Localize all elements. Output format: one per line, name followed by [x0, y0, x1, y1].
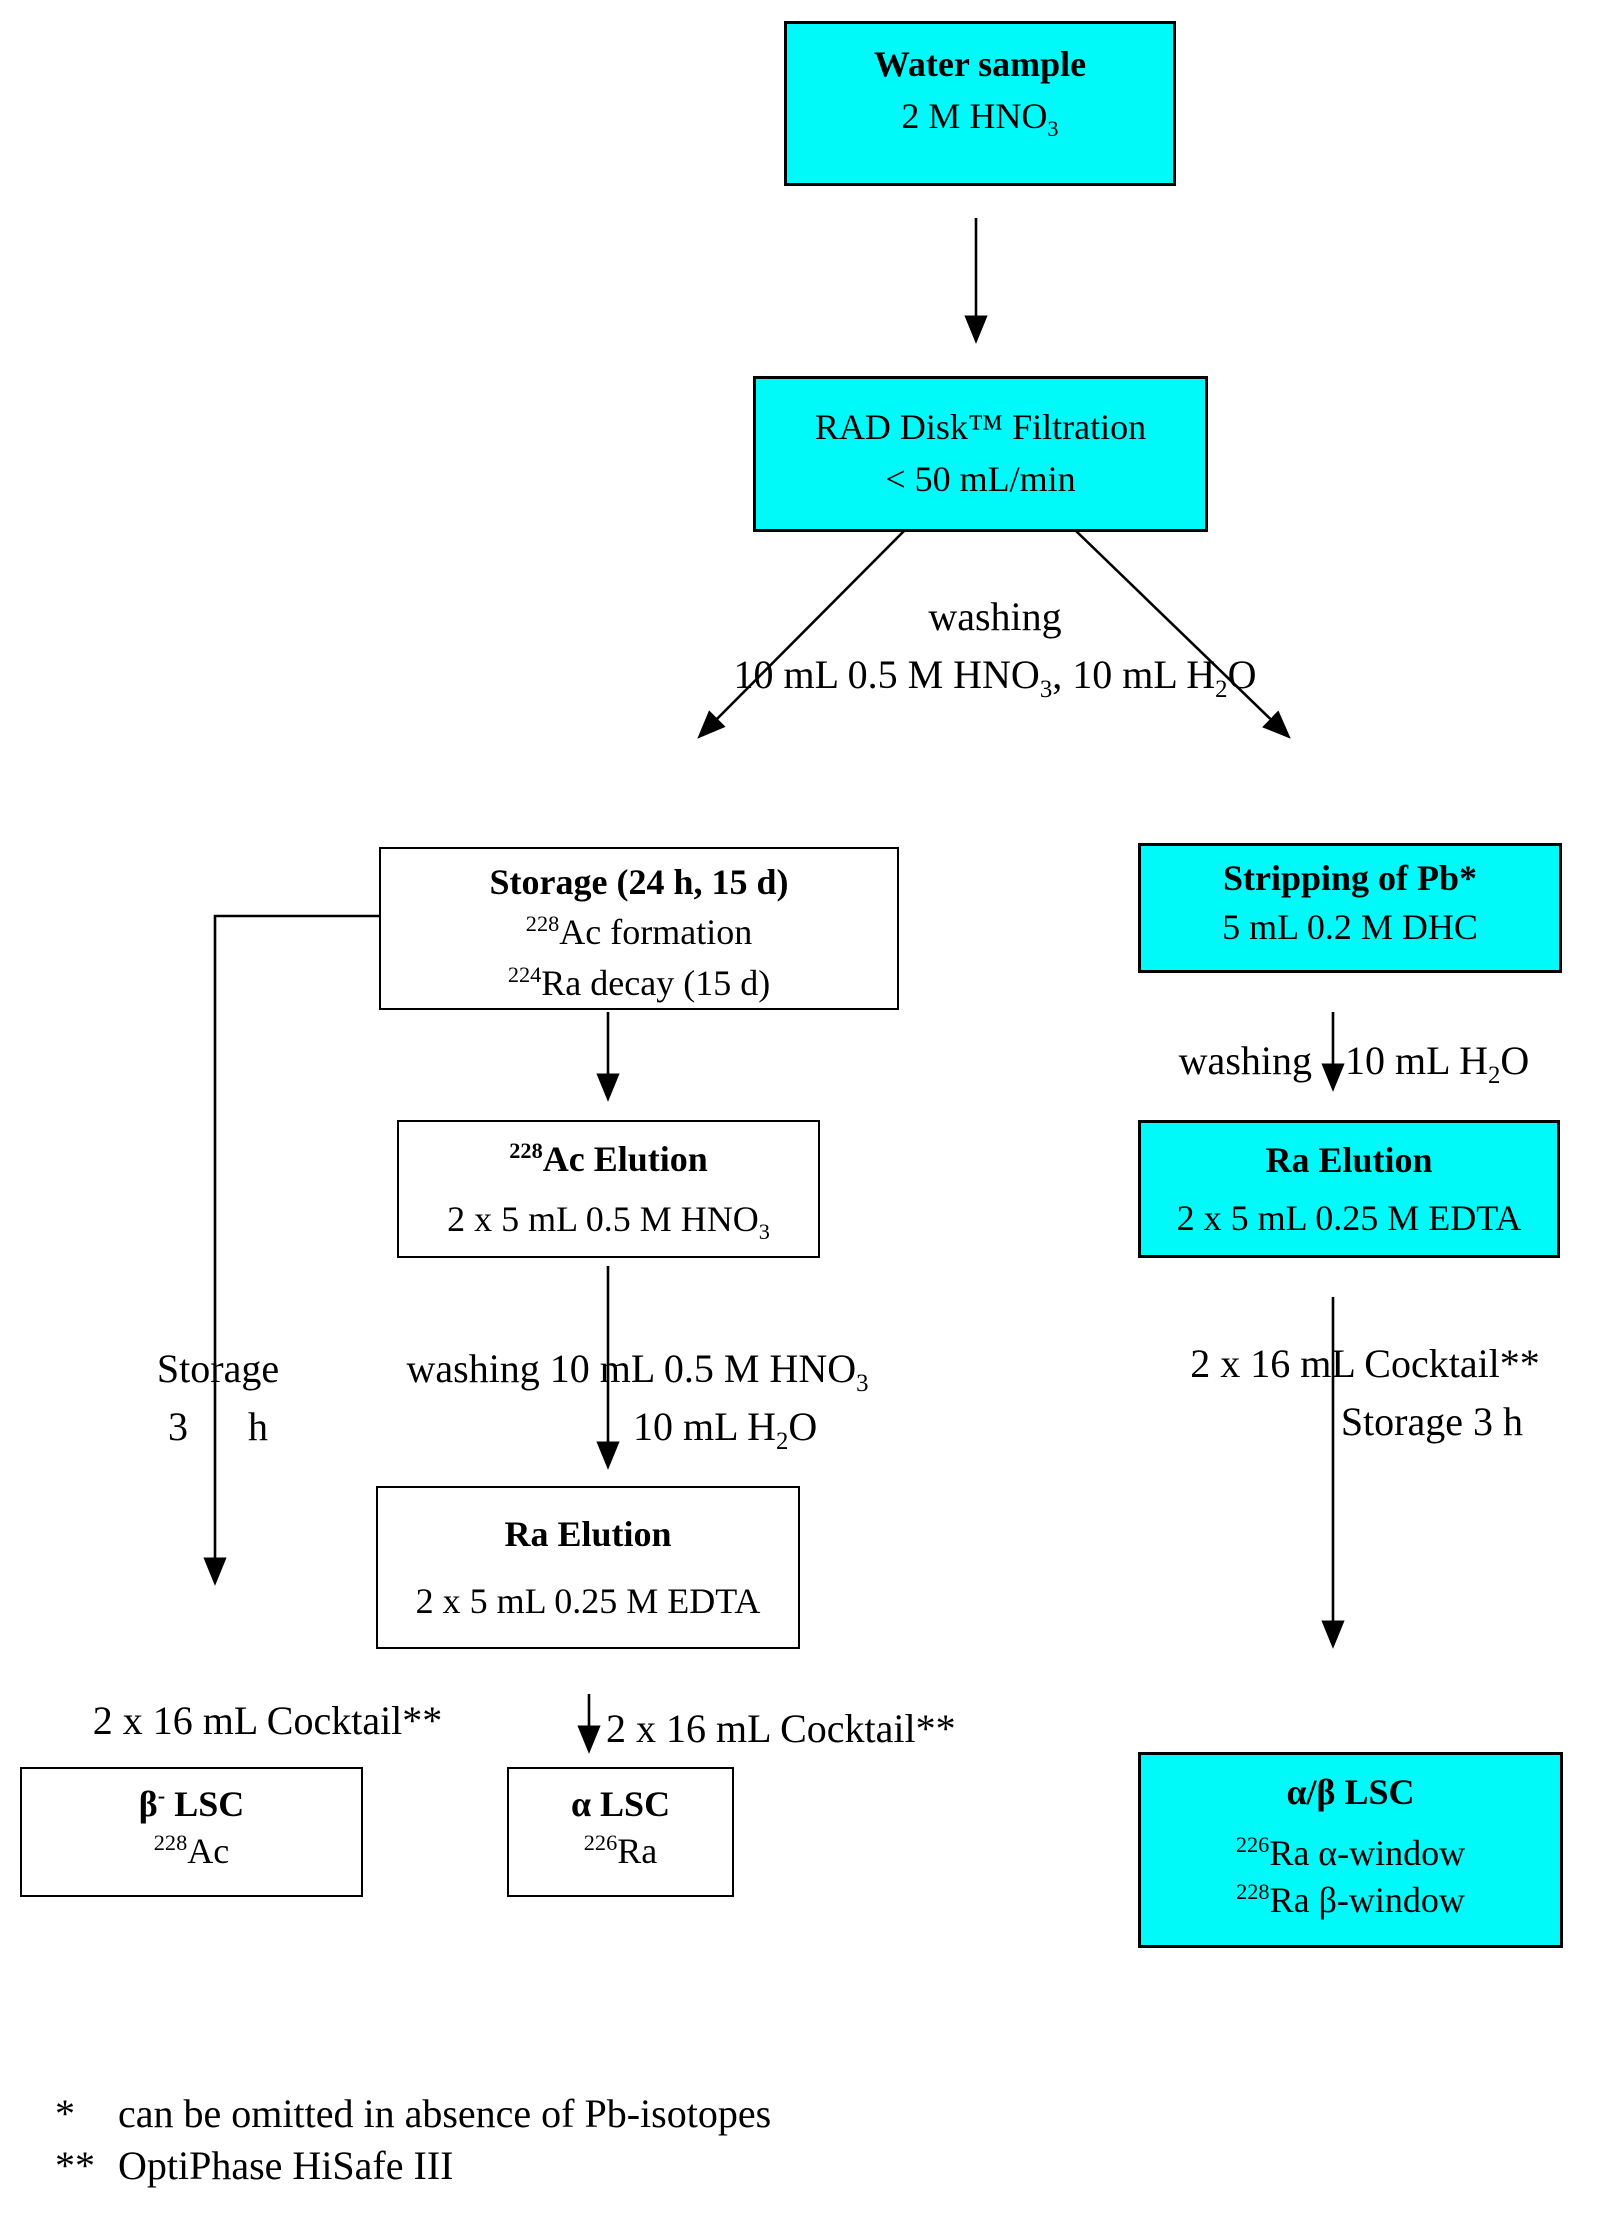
- label-washing-top: washing 10 mL 0.5 M HNO3, 10 mL H2O: [660, 588, 1330, 704]
- label-washing-mid-line1: washing 10 mL 0.5 M HNO3: [406, 1346, 869, 1397]
- node-ac-elution-subtitle: 2 x 5 mL 0.5 M HNO3: [447, 1198, 770, 1244]
- node-storage: Storage (24 h, 15 d) 228Ac formation 224…: [379, 847, 899, 1010]
- node-rad-disk-title: RAD Disk™ Filtration: [814, 407, 1147, 447]
- label-washing-mid: washing 10 mL 0.5 M HNO3 10 mL H2O: [385, 1340, 890, 1456]
- label-storage-left-line1: Storage: [156, 1346, 280, 1391]
- node-stripping-pb-title: Stripping of Pb*: [1222, 858, 1478, 898]
- label-washing-right-pre: washing: [1178, 1038, 1312, 1083]
- node-ra-elution-right: Ra Elution 2 x 5 mL 0.25 M EDTA: [1138, 1120, 1560, 1258]
- node-water-sample-title: Water sample: [873, 44, 1087, 84]
- node-ra-elution-left: Ra Elution 2 x 5 mL 0.25 M EDTA: [376, 1486, 800, 1649]
- label-cocktail-right: 2 x 16 mL Cocktail** Storage 3 h: [1165, 1335, 1565, 1451]
- node-ab-lsc-line2: 226Ra α-window: [1235, 1831, 1466, 1873]
- label-cocktail-mid: 2 x 16 mL Cocktail**: [606, 1706, 956, 1751]
- label-storage-right: Storage 3 h: [1340, 1399, 1523, 1444]
- node-beta-lsc: β- LSC 228Ac: [20, 1767, 363, 1897]
- node-ab-lsc-title: α/β LSC: [1286, 1772, 1415, 1812]
- node-stripping-pb: Stripping of Pb* 5 mL 0.2 M DHC: [1138, 843, 1562, 973]
- node-rad-disk-filtration: RAD Disk™ Filtration < 50 mL/min: [753, 376, 1208, 532]
- label-cocktail-right-line1: 2 x 16 mL Cocktail**: [1190, 1341, 1540, 1386]
- footnote-1-marker: *: [55, 2091, 75, 2136]
- label-washing-top-line2: 10 mL 0.5 M HNO3, 10 mL H2O: [733, 652, 1257, 703]
- node-water-sample-subtitle: 2 M HNO3: [901, 96, 1059, 142]
- node-water-sample: Water sample 2 M HNO3: [784, 21, 1176, 186]
- node-ac-elution-title: 228Ac Elution: [509, 1138, 708, 1180]
- node-alpha-lsc-subtitle: 226Ra: [583, 1829, 658, 1871]
- node-beta-lsc-title: β- LSC: [138, 1783, 245, 1824]
- footnote-2-marker: **: [55, 2143, 95, 2188]
- footnote-2: ** OptiPhase HiSafe III: [55, 2142, 955, 2190]
- footnote-1-text: can be omitted in absence of Pb-isotopes: [118, 2091, 772, 2136]
- label-washing-mid-line2: 10 mL H2O: [633, 1404, 818, 1455]
- node-storage-line2: 228Ac formation: [525, 911, 753, 953]
- node-rad-disk-subtitle: < 50 mL/min: [885, 459, 1076, 500]
- footnote-2-text: OptiPhase HiSafe III: [118, 2143, 454, 2188]
- label-washing-top-line1: washing: [928, 594, 1062, 639]
- node-alpha-lsc: α LSC 226Ra: [507, 1767, 734, 1897]
- node-ra-elution-right-title: Ra Elution: [1265, 1139, 1433, 1180]
- node-ra-elution-left-subtitle: 2 x 5 mL 0.25 M EDTA: [415, 1581, 761, 1622]
- label-storage-left-line2: 3 h: [168, 1404, 268, 1449]
- arrow-storage-to-beta-lsc: [203, 914, 379, 1586]
- label-cocktail-left: 2 x 16 mL Cocktail**: [92, 1698, 443, 1743]
- node-stripping-pb-subtitle: 5 mL 0.2 M DHC: [1222, 906, 1478, 947]
- node-ab-lsc: α/β LSC 226Ra α-window 228Ra β-window: [1138, 1752, 1563, 1948]
- label-storage-left: Storage 3 h: [118, 1340, 318, 1456]
- node-storage-line3: 224Ra decay (15 d): [507, 961, 771, 1003]
- node-beta-lsc-subtitle: 228Ac: [153, 1829, 230, 1871]
- node-ra-elution-left-title: Ra Elution: [504, 1513, 672, 1554]
- node-alpha-lsc-title: α LSC: [570, 1784, 671, 1824]
- node-ab-lsc-line3: 228Ra β-window: [1236, 1878, 1465, 1920]
- node-ac-elution: 228Ac Elution 2 x 5 mL 0.5 M HNO3: [397, 1120, 820, 1258]
- node-ra-elution-right-subtitle: 2 x 5 mL 0.25 M EDTA: [1176, 1198, 1522, 1239]
- label-washing-right-post: 10 mL H2O: [1345, 1038, 1530, 1089]
- node-storage-title: Storage (24 h, 15 d): [489, 862, 789, 902]
- footnote-1: * can be omitted in absence of Pb-isotop…: [55, 2090, 955, 2138]
